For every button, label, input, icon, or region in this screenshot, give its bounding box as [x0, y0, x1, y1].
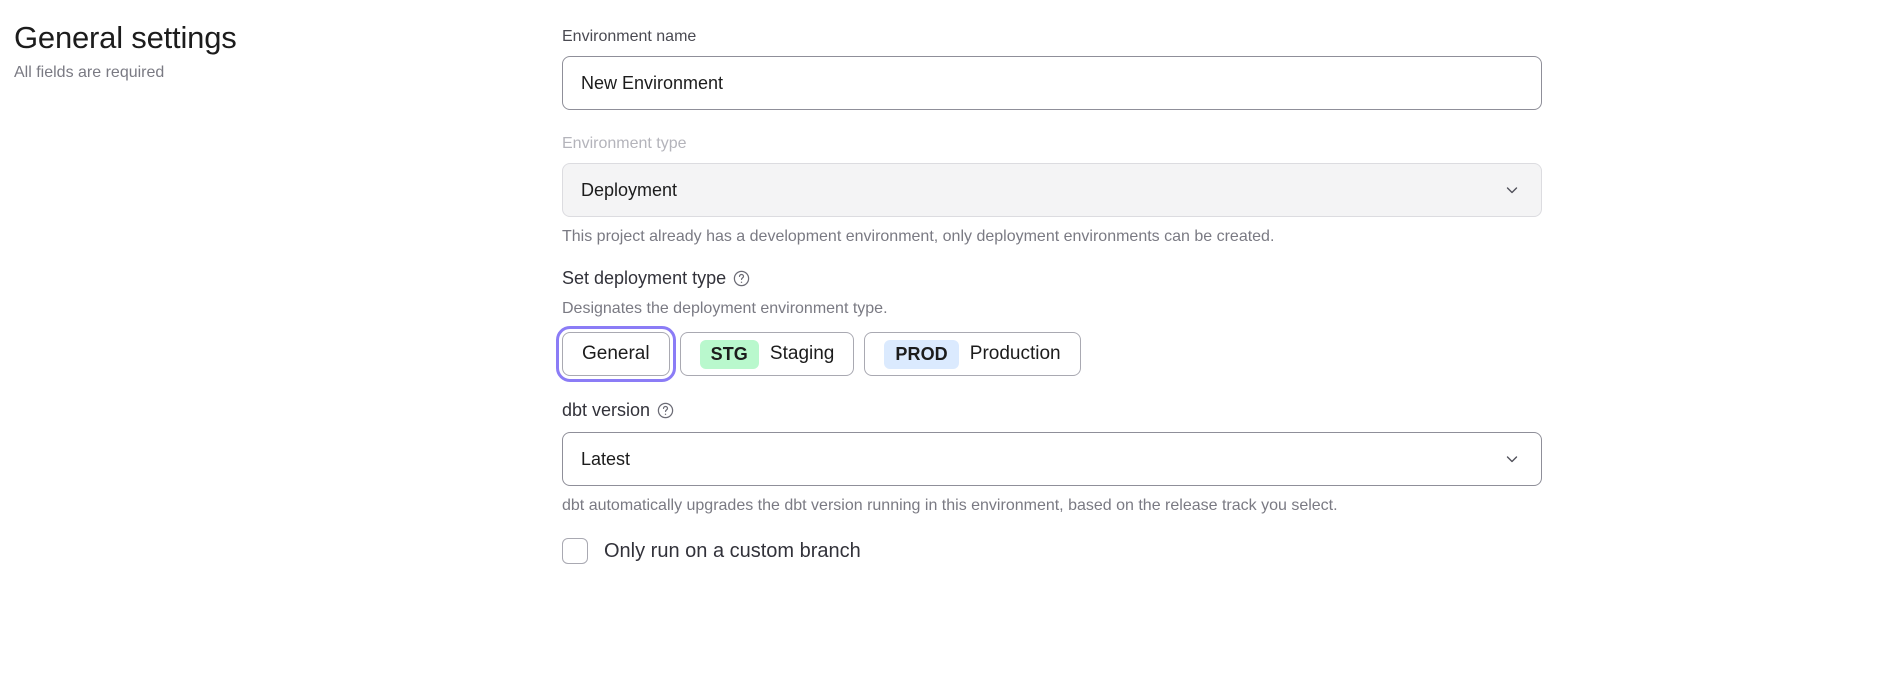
environment-name-field: Environment name New Environment [562, 26, 1542, 110]
badge-stg: STG [699, 339, 759, 369]
deployment-type-heading: Set deployment type [562, 266, 1542, 290]
environment-type-value: Deployment [581, 179, 678, 200]
deployment-type-options: General STG Staging PROD Production [556, 326, 1542, 382]
custom-branch-label: Only run on a custom branch [604, 540, 861, 562]
page-title: General settings [14, 20, 237, 55]
dbt-version-heading: dbt version [562, 398, 1542, 422]
settings-form: Environment name New Environment Environ… [556, 26, 1542, 564]
dbt-version-field: dbt version Latest dbt automatically upg… [562, 398, 1542, 517]
environment-type-label: Environment type [562, 135, 687, 152]
deployment-type-field: Set deployment type Designates the deplo… [556, 266, 1542, 382]
environment-type-select[interactable]: Deployment [562, 163, 1542, 217]
custom-branch-checkbox[interactable] [562, 538, 588, 564]
environment-name-label: Environment name [562, 28, 697, 45]
dbt-version-helper: dbt automatically upgrades the dbt versi… [562, 497, 1338, 514]
environment-type-field: Environment type Deployment This project… [562, 133, 1542, 248]
deployment-type-option-general[interactable]: General [556, 326, 676, 382]
option-label-production: Production [969, 343, 1061, 364]
help-circle-icon[interactable] [657, 402, 674, 419]
dbt-version-label: dbt version [562, 400, 651, 420]
chevron-down-icon [1505, 452, 1519, 466]
environment-type-helper: This project already has a development e… [562, 228, 1275, 245]
dbt-version-value: Latest [581, 448, 631, 469]
deployment-type-heading-text: Set deployment type [562, 268, 727, 288]
deployment-type-option-production[interactable]: PROD Production [864, 332, 1081, 376]
deployment-type-helper: Designates the deployment environment ty… [562, 300, 888, 317]
deployment-type-option-staging[interactable]: STG Staging [679, 332, 855, 376]
option-label-staging: Staging [769, 343, 835, 364]
environment-name-input[interactable]: New Environment [562, 56, 1542, 110]
badge-prod: PROD [884, 339, 959, 369]
help-circle-icon[interactable] [733, 270, 750, 287]
environment-name-value: New Environment [581, 72, 724, 93]
dbt-version-select[interactable]: Latest [562, 432, 1542, 486]
option-label-general: General [582, 343, 650, 364]
page-subtitle: All fields are required [14, 64, 165, 81]
settings-header: General settings All fields are required [14, 18, 534, 84]
custom-branch-row[interactable]: Only run on a custom branch [562, 538, 1542, 564]
chevron-down-icon [1505, 183, 1519, 197]
